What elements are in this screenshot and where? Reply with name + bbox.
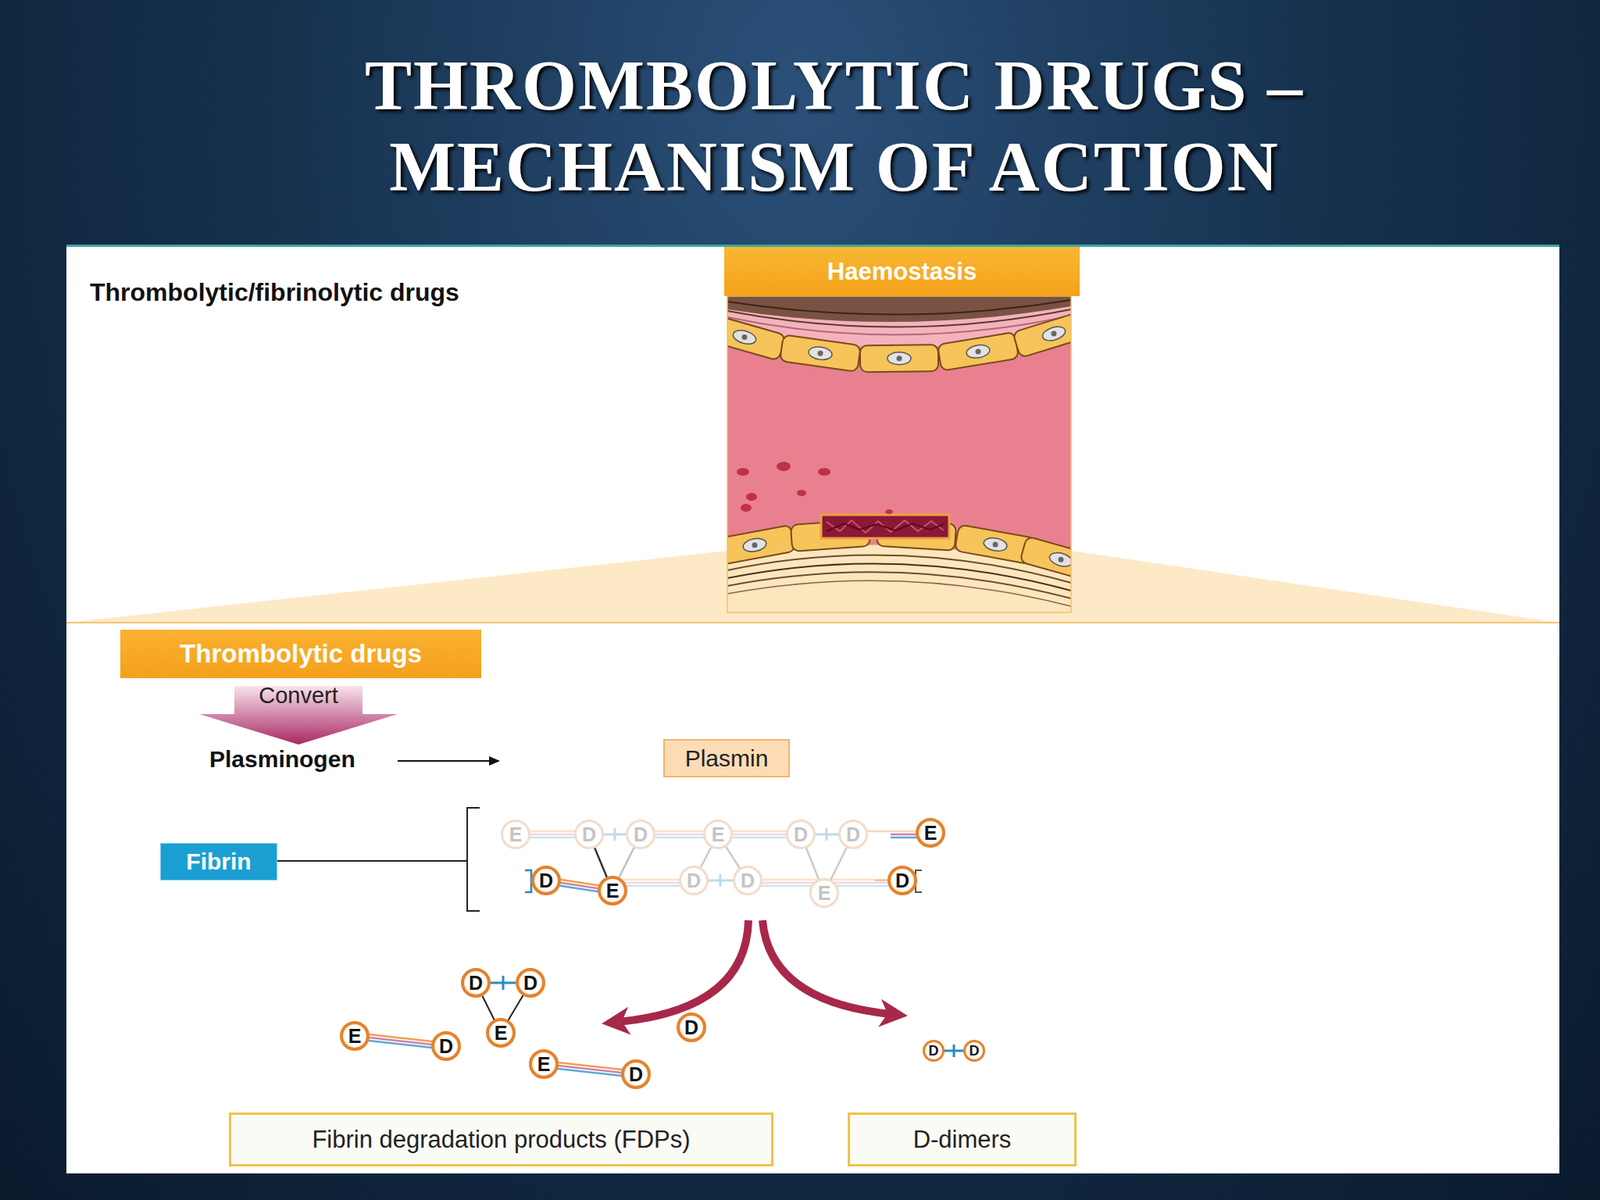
box-label: D-dimers	[913, 1125, 1012, 1154]
fibrin-domain: D	[676, 1012, 707, 1043]
box-label: Thrombolytic drugs	[179, 639, 422, 669]
fibrin-domain: D	[574, 819, 604, 850]
drug-box: Thrombolytic drugs	[120, 629, 482, 679]
panel-heading: Thrombolytic/fibrinolytic drugs	[89, 278, 637, 308]
fibrin-domain: D	[515, 967, 546, 998]
fibrin-domain: E	[915, 817, 946, 848]
vessel-frame	[727, 296, 1072, 613]
fibrin-domain: D	[732, 865, 763, 896]
box-label: Fibrin degradation products (FDPs)	[311, 1125, 690, 1154]
fibrin-domain: E	[809, 878, 840, 908]
leader-line	[277, 860, 468, 862]
fibrin-domain: E	[500, 819, 531, 850]
fragment-bars	[354, 975, 965, 1078]
section-banner: Haemostasis	[724, 246, 1080, 297]
fibrin-domain: D	[621, 1059, 651, 1090]
product-box: D-dimers	[847, 1112, 1077, 1167]
fibrin-domain: D	[625, 819, 656, 850]
fibrin-domain: D	[431, 1031, 461, 1061]
fibrin-domain: E	[339, 1021, 370, 1051]
box-label: Haemostasis	[827, 257, 977, 286]
fibrin-domain: E	[485, 1017, 516, 1048]
fibrin-domain: E	[703, 819, 733, 850]
substrate-box: Fibrin	[160, 842, 278, 881]
blood-vessel	[727, 296, 1072, 613]
fibrin-domain: D	[531, 865, 561, 896]
slide-title: THROMBOLYTIC DRUGS – MECHANISM OF ACTION	[248, 45, 1421, 208]
substrate-label: Plasminogen	[209, 746, 397, 773]
fibrin-domain: D	[678, 865, 709, 896]
arrow-label: Convert	[220, 682, 377, 709]
degradation-arrow	[762, 920, 891, 1015]
fibrin-domain: D	[887, 865, 918, 896]
fibrin-domain: D	[785, 819, 816, 850]
bracket	[467, 807, 480, 911]
box-label: Plasmin	[685, 745, 769, 772]
fibrin-domain: D	[922, 1039, 945, 1062]
fibrin-domain: D	[838, 819, 868, 850]
product-box: Plasmin	[663, 739, 790, 778]
fibrin-domain: D	[460, 967, 491, 998]
fibrin-domain: D	[963, 1039, 986, 1062]
box-label: Fibrin	[185, 848, 251, 875]
divider-line	[66, 621, 1560, 624]
fibrin-domain: E	[528, 1049, 559, 1079]
product-box: Fibrin degradation products (FDPs)	[228, 1112, 774, 1167]
fibrin-domain: E	[597, 875, 628, 906]
conversion-arrow	[397, 760, 499, 762]
degradation-arrow	[618, 920, 749, 1022]
